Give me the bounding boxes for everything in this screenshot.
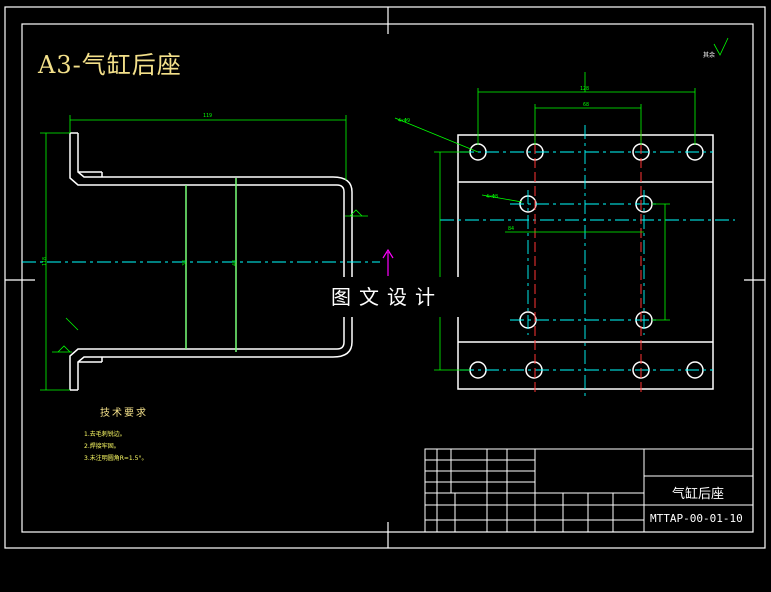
title-block bbox=[424, 448, 754, 533]
side-view: 119 118 38 48 bbox=[22, 113, 380, 391]
dim-text: 84 bbox=[508, 226, 514, 232]
dim-text: 4×Φ9 bbox=[398, 118, 410, 124]
roughness-note: 其余 bbox=[703, 52, 716, 59]
watermark: 图文设计 bbox=[313, 277, 461, 317]
dim-text: 119 bbox=[203, 113, 212, 119]
part-name: 气缸后座 bbox=[672, 487, 725, 502]
tech-note: 3.未注明圆角R=1.5°。 bbox=[84, 455, 148, 462]
tech-note: 2.焊接牢固。 bbox=[84, 443, 120, 450]
front-view: 128 68 4×Φ9 4×Φ8 84 bbox=[394, 37, 735, 400]
dim-text: 4×Φ8 bbox=[486, 194, 498, 200]
dim-text: 128 bbox=[580, 86, 589, 92]
dim-text: 48 bbox=[232, 260, 238, 266]
drawing-number: MTTAP-00-01-10 bbox=[650, 512, 743, 525]
dim-text: 118 bbox=[42, 257, 48, 266]
tech-requirements-title: 技术要求 bbox=[100, 408, 148, 419]
dim-text: 68 bbox=[583, 102, 589, 108]
tech-note: 1.去毛刺锐边。 bbox=[84, 431, 126, 438]
outer-border bbox=[4, 6, 766, 549]
view-arrow bbox=[382, 248, 394, 276]
drawing-title: A3-气缸后座 bbox=[38, 51, 182, 79]
centering-marks bbox=[5, 7, 765, 548]
dim-text: 38 bbox=[182, 260, 188, 266]
